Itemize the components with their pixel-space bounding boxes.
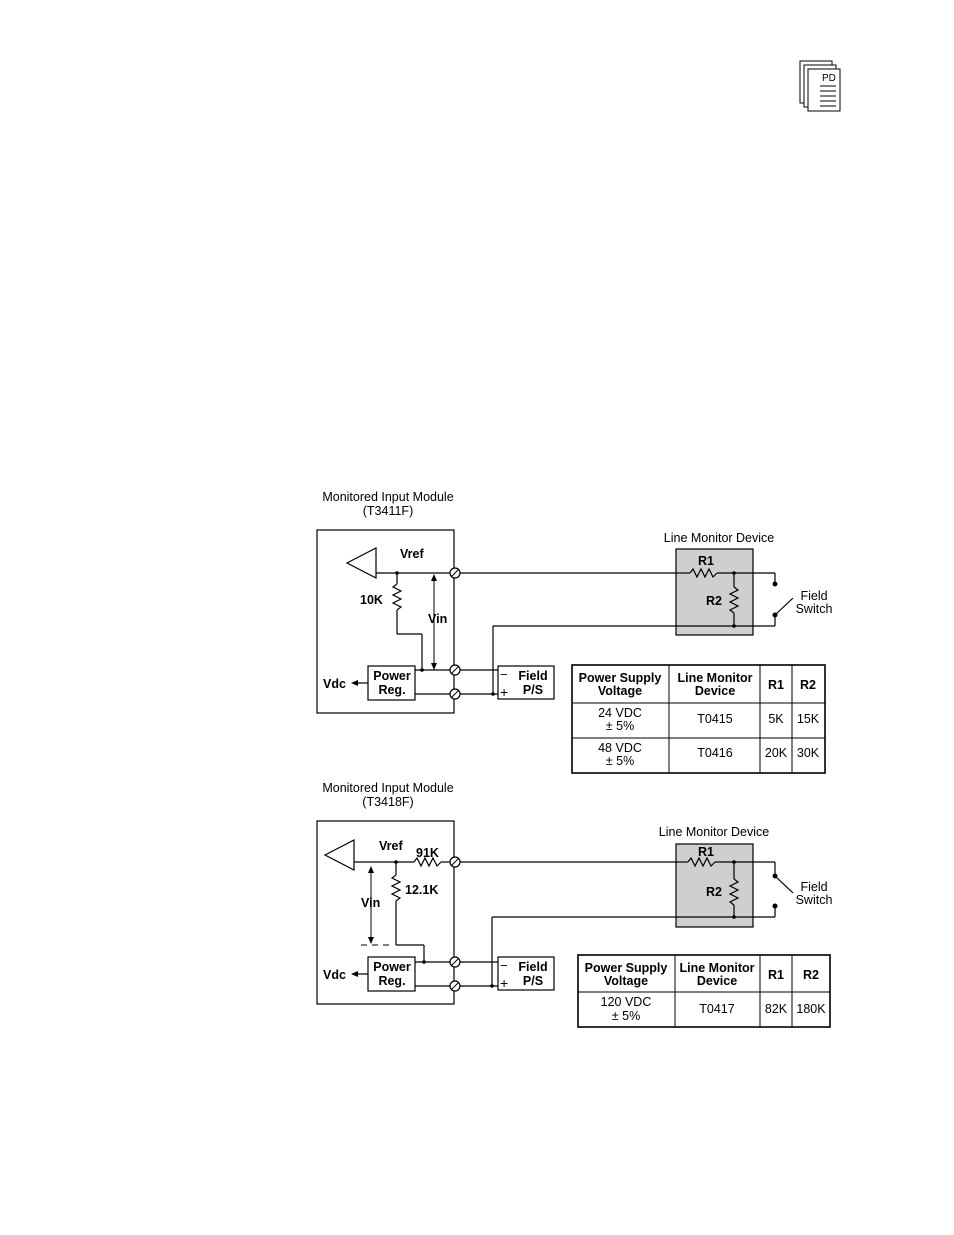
diagram-t3418f: Monitored Input Module (T3418F) Vref 91K…: [316, 781, 833, 1028]
table-header-r2: R2: [800, 678, 816, 692]
table-cell-r2: 180K: [796, 1002, 826, 1016]
field-switch-line1: Field: [800, 880, 827, 894]
terminal-icon: [449, 688, 461, 700]
vdc-label: Vdc: [323, 677, 346, 691]
resistor-r2-icon: [728, 586, 740, 614]
diagram-t3411f: Monitored Input Module (T3411F) Vref 10K…: [316, 490, 833, 774]
table-cell-r1: 5K: [768, 712, 784, 726]
table-cell-tolerance: ± 5%: [612, 1009, 640, 1023]
line-monitor-device-box: [675, 843, 754, 928]
power-reg-line1: Power: [373, 960, 411, 974]
field-ps-box: [497, 665, 555, 700]
terminal-icon: [449, 567, 461, 579]
resistor-10k-icon: [391, 583, 403, 611]
resistor-r1-icon: [689, 567, 718, 579]
field-switch-icon: [774, 597, 794, 616]
module-model: (T3418F): [362, 795, 413, 809]
table-cell-voltage: 48 VDC: [598, 741, 642, 755]
table-header-device-line1: Line Monitor: [678, 671, 753, 685]
table-header-r2: R2: [803, 968, 819, 982]
terminal-icon: [449, 664, 461, 676]
resistor-r2-icon: [728, 878, 740, 906]
table-header-device-line1: Line Monitor: [680, 961, 755, 975]
line-monitor-device-title: Line Monitor Device: [659, 825, 770, 839]
r1-label: R1: [698, 554, 714, 568]
vin-label: Vin: [361, 896, 380, 910]
field-ps-line2: P/S: [523, 974, 543, 988]
resistor-table-1: Power Supply Voltage Line Monitor Device…: [571, 664, 826, 774]
module-box: [316, 820, 455, 1005]
vdc-label: Vdc: [323, 968, 346, 982]
vref-amplifier-icon: [345, 547, 377, 579]
r1-label: R1: [698, 845, 714, 859]
table-cell-r2: 30K: [797, 746, 820, 760]
terminal-icon: [449, 856, 461, 868]
table-header-r1: R1: [768, 968, 784, 982]
r2-label: R2: [706, 885, 722, 899]
table-header-device-line2: Device: [697, 974, 737, 988]
table-cell-voltage: 120 VDC: [601, 995, 652, 1009]
power-reg-line2: Reg.: [378, 974, 405, 988]
vref-label: Vref: [400, 547, 424, 561]
module-box: [316, 529, 455, 714]
resistor-91k-icon: [413, 856, 442, 868]
vref-amplifier-icon: [323, 839, 355, 871]
field-switch-line2: Switch: [796, 893, 833, 907]
resistor-r1-icon: [687, 856, 716, 868]
table-cell-device: T0416: [697, 746, 732, 760]
table-cell-r1: 20K: [765, 746, 788, 760]
line-monitor-device-title: Line Monitor Device: [664, 531, 775, 545]
minus-sign: −: [500, 958, 508, 973]
table-header-device-line2: Device: [695, 684, 735, 698]
field-switch-icon: [774, 875, 794, 894]
table-cell-device: T0415: [697, 712, 732, 726]
line-monitor-device-box: [675, 548, 754, 636]
resistor-10k-label: 10K: [360, 593, 383, 607]
field-ps-box: [497, 956, 555, 991]
pdf-icon-label: PD: [822, 73, 836, 84]
table-cell-r2: 15K: [797, 712, 820, 726]
vref-label: Vref: [379, 839, 403, 853]
resistor-91k-label: 91K: [416, 846, 439, 860]
plus-sign: +: [500, 684, 508, 700]
resistor-table-2: Power Supply Voltage Line Monitor Device…: [577, 954, 831, 1028]
table-cell-tolerance: ± 5%: [606, 719, 634, 733]
module-model: (T3411F): [363, 504, 413, 518]
field-ps-line1: Field: [518, 960, 547, 974]
vin-label: Vin: [428, 612, 447, 626]
table-cell-device: T0417: [699, 1002, 734, 1016]
table-header-supply-line1: Power Supply: [585, 961, 668, 975]
module-title: Monitored Input Module: [322, 490, 453, 504]
terminal-icon: [449, 956, 461, 968]
terminal-icon: [449, 980, 461, 992]
vdc-arrow-icon: [351, 971, 358, 977]
r2-label: R2: [706, 594, 722, 608]
pdf-document-stack-icon[interactable]: PD: [799, 60, 841, 112]
minus-sign: −: [500, 667, 508, 682]
field-switch-line2: Switch: [796, 602, 833, 616]
field-ps-line1: Field: [518, 669, 547, 683]
module-title: Monitored Input Module: [322, 781, 453, 795]
plus-sign: +: [500, 975, 508, 991]
field-switch-line1: Field: [800, 589, 827, 603]
table-header-supply-line2: Voltage: [598, 684, 642, 698]
table-header-r1: R1: [768, 678, 784, 692]
vdc-arrow-icon: [351, 680, 358, 686]
power-reg-line1: Power: [373, 669, 411, 683]
resistor-12-1k-label: 12.1K: [405, 883, 438, 897]
table-cell-tolerance: ± 5%: [606, 754, 634, 768]
table-cell-voltage: 24 VDC: [598, 706, 642, 720]
power-reg-line2: Reg.: [378, 683, 405, 697]
resistor-12-1k-icon: [390, 874, 402, 902]
table-header-supply-line2: Voltage: [604, 974, 648, 988]
table-header-supply-line1: Power Supply: [579, 671, 662, 685]
field-ps-line2: P/S: [523, 683, 543, 697]
table-cell-r1: 82K: [765, 1002, 788, 1016]
